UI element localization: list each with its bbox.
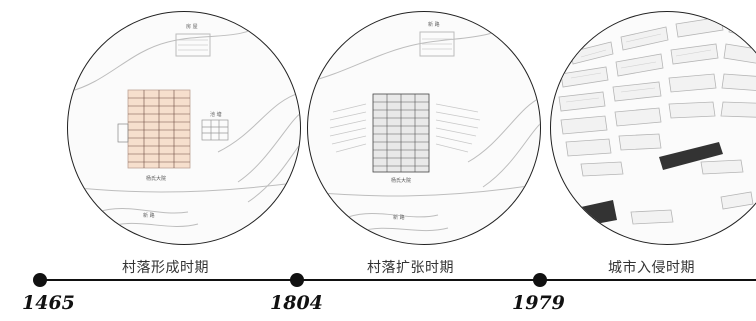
label-yang-courtyard: 杨氏大院 xyxy=(146,175,166,182)
modern-block xyxy=(659,142,723,170)
corner-block xyxy=(581,200,617,226)
label-house-top: 房 屋 xyxy=(186,23,198,30)
timeline-dot-1465 xyxy=(33,273,47,287)
label-yang-courtyard: 杨氏大院 xyxy=(391,177,411,184)
label-new-road-bottom: 新 路 xyxy=(393,214,405,221)
period-label-expansion: 村落扩张时期 xyxy=(367,260,454,276)
timeline-dot-1804 xyxy=(290,273,304,287)
year-label-1979: 1979 xyxy=(512,292,565,314)
map-village-formation: 房 屋 杨氏大院 池 塘 新 路 xyxy=(67,11,301,245)
label-new-road: 新 路 xyxy=(143,212,155,219)
period-label-formation: 村落形成时期 xyxy=(122,260,209,276)
timeline-axis xyxy=(33,273,756,287)
map-urban-invasion xyxy=(550,11,756,245)
year-label-1465: 1465 xyxy=(22,292,75,314)
year-label-1804: 1804 xyxy=(270,292,323,314)
map-village-expansion: 新 路 杨氏大院 新 路 xyxy=(307,11,541,245)
label-pond: 池 塘 xyxy=(210,111,222,118)
period-label-invasion: 城市入侵时期 xyxy=(608,260,695,276)
label-new-road-top: 新 路 xyxy=(428,21,440,28)
timeline-dot-1979 xyxy=(533,273,547,287)
